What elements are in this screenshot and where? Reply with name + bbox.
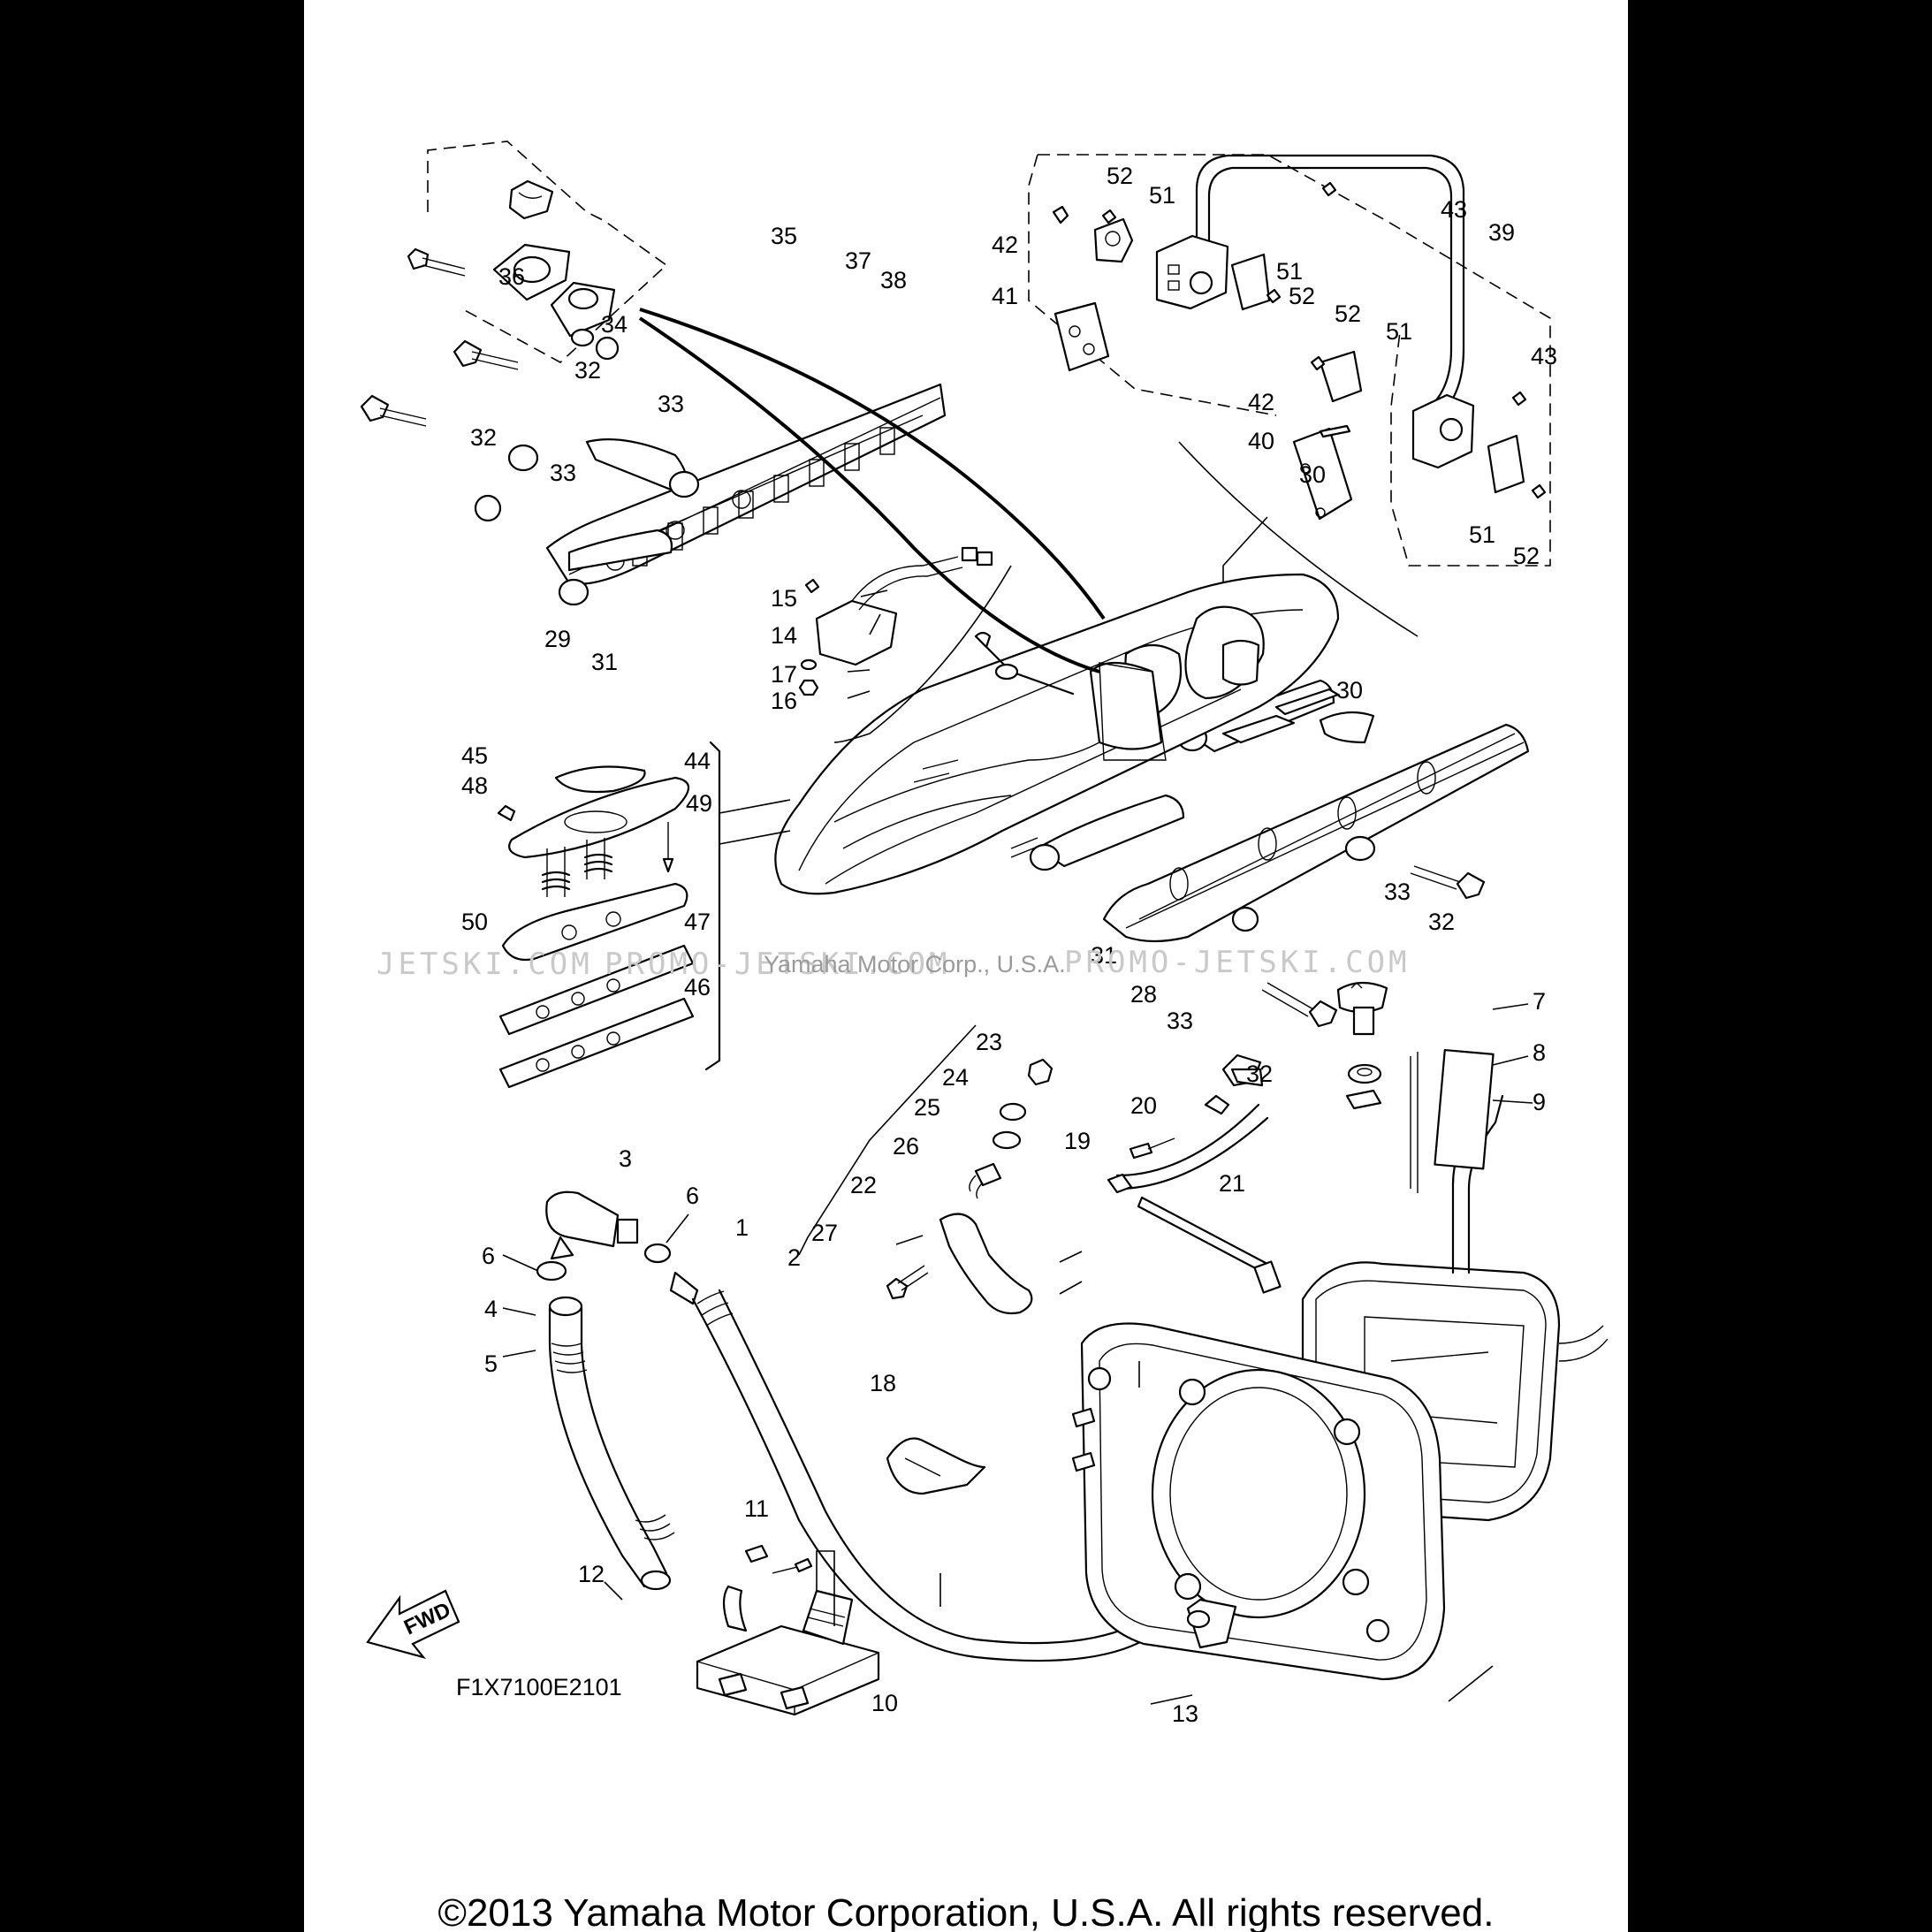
- callout-30a: 30: [1299, 461, 1326, 488]
- small-parts-22-27: [798, 1024, 1053, 1315]
- callout-49: 49: [686, 790, 712, 817]
- callout-44: 44: [684, 748, 711, 774]
- callout-52d: 52: [1513, 543, 1540, 569]
- control-box-10: [696, 1544, 880, 1716]
- callout-52b: 52: [1289, 283, 1315, 309]
- callout-13: 13: [1172, 1700, 1198, 1727]
- callout-24: 24: [942, 1064, 969, 1091]
- callout-33c: 33: [1384, 879, 1411, 905]
- watermark-center: Yamaha Motor Corp., U.S.A.: [764, 951, 1066, 977]
- callout-30b: 30: [1336, 677, 1363, 704]
- callout-18: 18: [870, 1370, 896, 1396]
- intake-duct: [1071, 1322, 1446, 1681]
- callout-26: 26: [893, 1133, 919, 1160]
- callout-4: 4: [484, 1296, 498, 1322]
- clamp-and-tie: [1107, 1137, 1282, 1294]
- watermark-left: JETSKI.COM: [377, 947, 593, 982]
- callout-38: 38: [880, 267, 907, 293]
- callout-29: 29: [544, 626, 571, 652]
- callout-9: 9: [1533, 1089, 1546, 1115]
- callout-51d: 51: [1469, 521, 1495, 548]
- drain-plug-assembly: [1336, 981, 1419, 1193]
- copyright-notice: ©2013 Yamaha Motor Corporation, U.S.A. A…: [437, 1891, 1495, 1932]
- mount-block-14-17: [798, 546, 1012, 743]
- callout-52a: 52: [1107, 163, 1133, 189]
- callout-19: 19: [1064, 1128, 1091, 1154]
- bilge-hose-assembly: [536, 1103, 1269, 1662]
- callout-2: 2: [787, 1244, 801, 1271]
- callout-33d: 33: [1167, 1008, 1193, 1034]
- callout-5: 5: [484, 1350, 498, 1377]
- fwd-arrow-icon: FWD: [366, 1589, 460, 1659]
- callout-31a: 31: [591, 649, 618, 675]
- tow-eye-assembly: [407, 141, 668, 363]
- watermark-right: PROMO-JETSKI.COM: [1064, 945, 1411, 980]
- left-sponson-assembly: [360, 339, 947, 606]
- callout-43b: 43: [1531, 343, 1557, 369]
- callout-6b: 6: [686, 1183, 699, 1209]
- callout-42b: 42: [1248, 389, 1274, 415]
- callout-48: 48: [461, 772, 488, 799]
- callout-33b: 33: [550, 460, 576, 486]
- callout-46: 46: [684, 974, 711, 1000]
- callout-28: 28: [1130, 981, 1157, 1008]
- callout-23: 23: [976, 1029, 1002, 1055]
- callout-6a: 6: [482, 1243, 495, 1269]
- callout-27: 27: [811, 1220, 838, 1246]
- callout-11: 11: [744, 1495, 769, 1522]
- callout-39: 39: [1488, 219, 1515, 246]
- callout-32b: 32: [470, 424, 497, 451]
- watermark: JETSKI.COM PROMO-JETSKI.COM Yamaha Motor…: [377, 945, 1411, 982]
- callout-45: 45: [461, 742, 488, 769]
- callout-50: 50: [461, 909, 488, 935]
- right-sponson-assembly: [1029, 679, 1530, 1028]
- callout-10: 10: [871, 1690, 898, 1716]
- callout-40: 40: [1248, 428, 1274, 454]
- bracket-18: [886, 1437, 986, 1495]
- exploded-parts-diagram: FWD 1 2 3 4 5 6 6 7 8 9 10 11 12: [360, 141, 1609, 1727]
- callout-7: 7: [1533, 988, 1546, 1015]
- callout-32d: 32: [1246, 1061, 1273, 1087]
- grab-bar-assembly: [1028, 154, 1551, 619]
- leader-lines: [502, 589, 1533, 1705]
- callout-47: 47: [684, 909, 711, 935]
- diagram-code: F1X7100E2101: [456, 1674, 622, 1700]
- callout-1: 1: [735, 1214, 749, 1241]
- callout-3: 3: [619, 1145, 632, 1172]
- callout-14: 14: [771, 622, 797, 649]
- callout-37: 37: [845, 247, 871, 274]
- callout-8: 8: [1533, 1039, 1546, 1066]
- callout-32a: 32: [574, 357, 601, 384]
- watercraft-hull: [774, 573, 1340, 895]
- callout-22: 22: [850, 1172, 877, 1198]
- callout-32c: 32: [1428, 909, 1455, 935]
- callout-labels: 1 2 3 4 5 6 6 7 8 9 10 11 12 13 14 15 16…: [461, 163, 1557, 1727]
- callout-51c: 51: [1386, 318, 1412, 345]
- callout-43a: 43: [1441, 196, 1467, 223]
- callout-51a: 51: [1149, 182, 1175, 209]
- callout-36: 36: [498, 263, 525, 290]
- callout-12: 12: [578, 1561, 605, 1587]
- callout-52c: 52: [1335, 300, 1361, 327]
- callout-25: 25: [914, 1094, 940, 1121]
- callout-20: 20: [1130, 1092, 1157, 1119]
- callout-31b: 31: [1091, 942, 1117, 969]
- cable-lines: [638, 308, 1419, 673]
- watermark-mid: PROMO-JETSKI.COM: [605, 947, 951, 982]
- callout-41: 41: [992, 283, 1018, 309]
- callout-42a: 42: [992, 232, 1018, 258]
- callout-15: 15: [771, 585, 797, 612]
- callout-33a: 33: [658, 391, 684, 417]
- callout-17: 17: [771, 661, 797, 688]
- callout-21: 21: [1219, 1170, 1245, 1197]
- callout-34: 34: [601, 311, 628, 338]
- hatch-latch-assembly: [497, 741, 791, 1089]
- callout-35: 35: [771, 223, 797, 249]
- callout-51b: 51: [1276, 258, 1303, 285]
- callout-16: 16: [771, 688, 797, 714]
- parts-diagram-sheet: FWD 1 2 3 4 5 6 6 7 8 9 10 11 12: [304, 0, 1628, 1932]
